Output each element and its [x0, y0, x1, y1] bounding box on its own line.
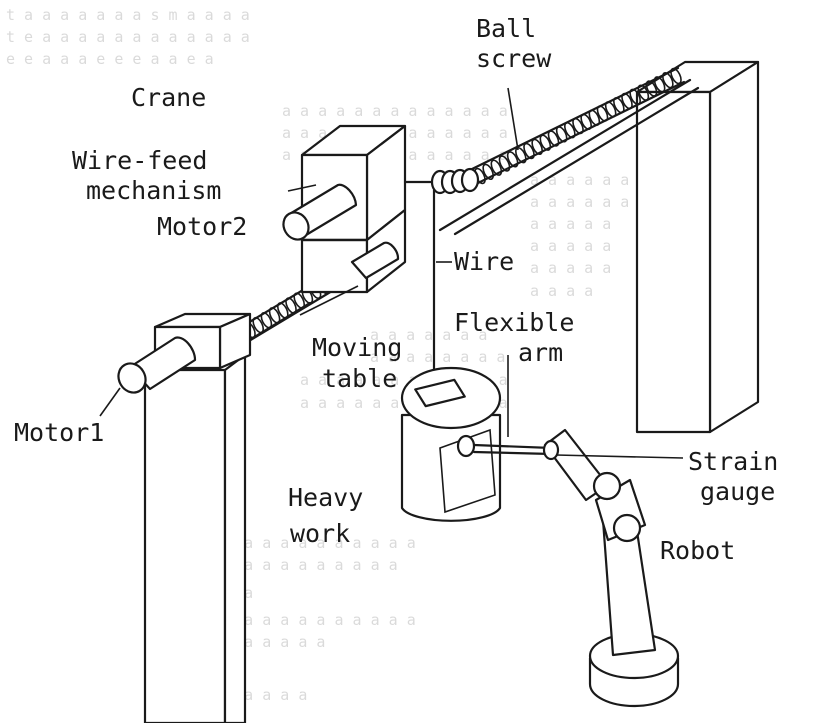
screw-thread: [564, 121, 576, 139]
screw-thread: [604, 101, 617, 118]
svg-text:a a a a a: a a a a a: [530, 259, 611, 277]
svg-text:a a a a a a a: a a a a a a a: [530, 171, 647, 189]
wire-spool: [403, 167, 480, 195]
screw-thread: [670, 67, 682, 85]
leader-lines: [99, 87, 684, 459]
label-heavy-2: work: [290, 519, 350, 548]
screw-thread: [268, 307, 281, 324]
svg-text:a a a a a: a a a a a: [530, 215, 611, 233]
right-pillar: [635, 60, 760, 434]
motor1-cylinder: [117, 336, 197, 394]
label-wire-feed-1: Wire-feed: [72, 146, 207, 175]
labels: Ball screw Crane Wire-feed mechanism Mot…: [14, 14, 778, 565]
screw-thread: [588, 109, 601, 126]
screw-thread: [662, 71, 674, 89]
screw-thread: [293, 292, 306, 309]
screw-thread: [580, 113, 592, 131]
svg-text:a a a a a a a a: a a a a a a a a: [370, 348, 505, 366]
label-moving-2: table: [322, 364, 397, 393]
svg-text:a a a a a a a a: a a a a a a a a a a a a a: [282, 102, 508, 120]
svg-text:e e a a a e e e: e e a a a e e e a a e a: [6, 50, 214, 68]
screw-thread: [555, 126, 568, 143]
screw-thread: [531, 138, 543, 156]
svg-text:a a a a a a: a a a a a a: [530, 193, 629, 211]
ball-screw: [468, 66, 686, 185]
guide-rail: [438, 78, 700, 236]
screw-thread: [506, 151, 519, 168]
screw-thread: [645, 80, 658, 97]
svg-text:t a a a a a a a: t a a a a a a a s m a a a a: [6, 6, 250, 24]
label-wire: Wire: [454, 247, 514, 276]
screw-thread: [621, 92, 633, 110]
screw-thread: [276, 302, 289, 319]
screw-thread: [613, 96, 625, 114]
wire-feed-cylinder: [282, 183, 358, 241]
screw-thread: [482, 163, 494, 181]
screw-thread: [572, 117, 584, 135]
svg-text:t e a a a a a a: t e a a a a a a a a a a a a: [6, 28, 250, 46]
svg-text:a a a a a: a a a a a: [530, 237, 611, 255]
label-moving-1: Moving: [312, 333, 402, 362]
screw-thread: [653, 76, 666, 93]
screw-thread: [252, 316, 265, 334]
screw-thread: [547, 130, 560, 147]
label-heavy-1: Heavy: [288, 483, 363, 512]
label-flexible-2: arm: [518, 338, 563, 367]
screw-thread: [523, 142, 535, 160]
flexible-arm: [472, 443, 554, 456]
svg-text:a a a a a a a: a a a a a a a: [370, 326, 487, 344]
screw-thread: [260, 311, 273, 329]
label-motor1: Motor1: [14, 418, 104, 447]
screw-thread: [490, 159, 503, 176]
label-crane: Crane: [131, 83, 206, 112]
label-strain-2: gauge: [700, 477, 775, 506]
screw-thread: [515, 146, 527, 164]
label-ball-screw-1: Ball: [476, 14, 536, 43]
screw-thread: [498, 155, 511, 172]
svg-text:a a a a a a a a: a a a a a a a a a a a a a: [190, 534, 416, 552]
label-motor2: Motor2: [157, 212, 247, 241]
screw-thread: [629, 88, 641, 106]
label-ball-screw-2: screw: [476, 44, 552, 73]
label-robot: Robot: [660, 536, 735, 565]
motor2-cylinder: [350, 241, 400, 280]
label-wire-feed-2: mechanism: [86, 176, 221, 205]
screw-thread: [285, 297, 297, 314]
robot: [542, 428, 680, 708]
svg-text:a a a a a a a a: a a a a a a a a a a a a a: [190, 611, 416, 629]
screw-thread: [539, 134, 552, 151]
svg-text:a a a a: a a a a: [530, 282, 593, 300]
label-flexible-1: Flexible: [454, 308, 574, 337]
heavy-work: [400, 366, 502, 522]
label-strain-1: Strain: [688, 447, 778, 476]
screw-thread: [596, 105, 609, 122]
screw-thread: [637, 84, 650, 101]
left-pillar: [143, 353, 247, 723]
